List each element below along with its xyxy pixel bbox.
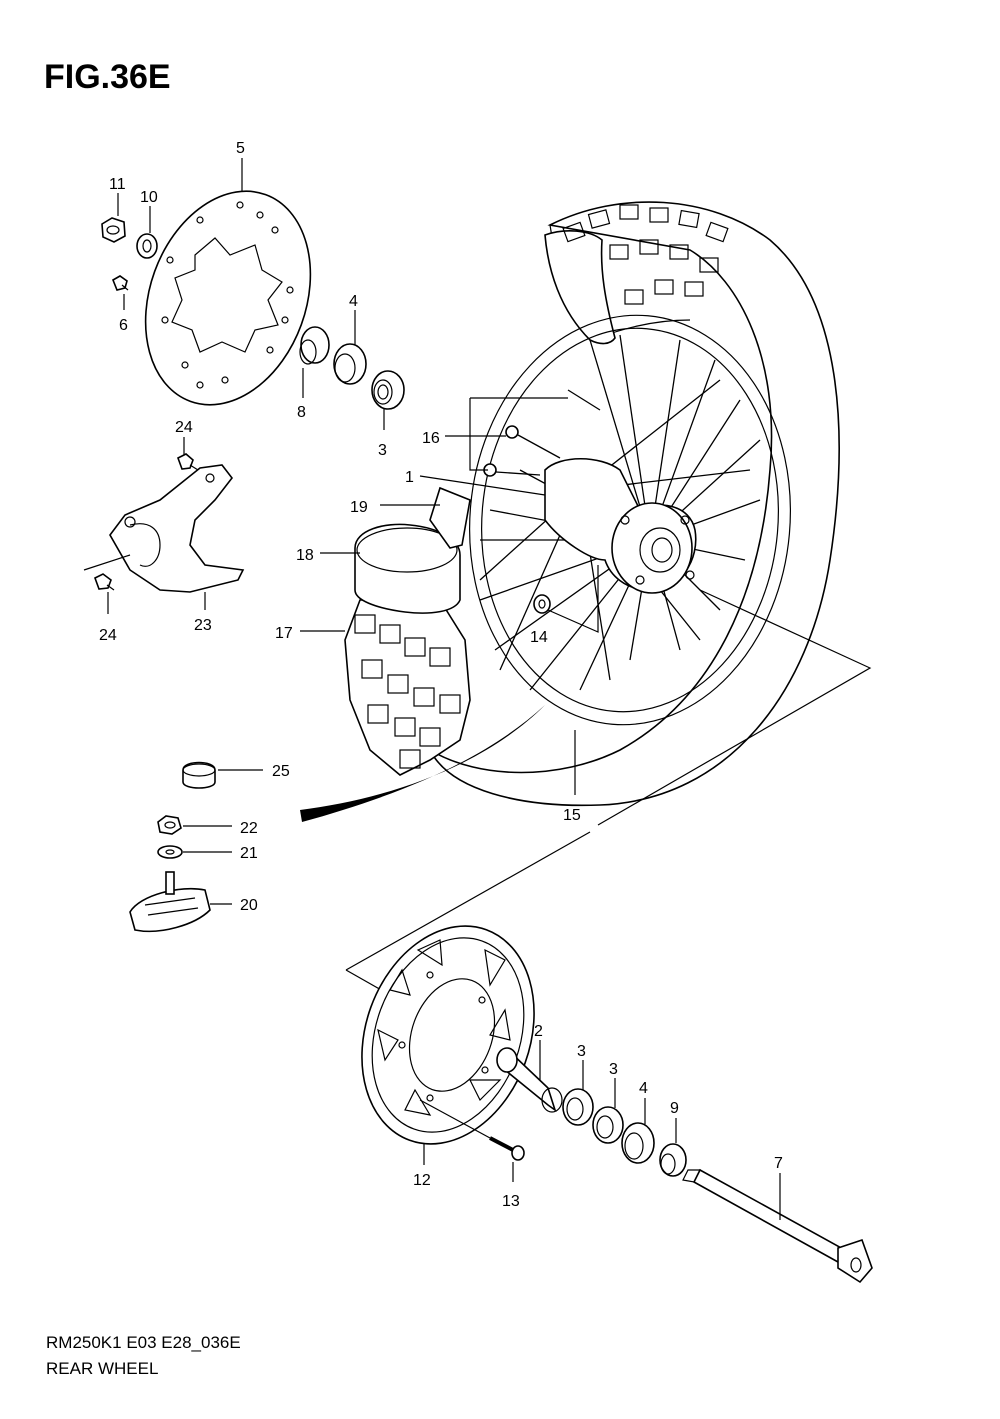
spoke-set-16[interactable] — [483, 389, 601, 477]
callout-25: 25 — [272, 763, 290, 780]
rear-axle-7[interactable] — [682, 1168, 873, 1284]
rear-sprocket-12[interactable] — [333, 902, 564, 1169]
callout-11: 11 — [109, 176, 126, 193]
leader-bracket — [469, 397, 568, 471]
callout-12: 12 — [413, 1172, 431, 1189]
nipple-14[interactable] — [533, 594, 551, 614]
leader-line — [83, 554, 131, 571]
tire-section-17[interactable] — [344, 599, 471, 776]
callout-3a: 3 — [378, 442, 387, 459]
washer-21[interactable] — [157, 845, 183, 859]
brake-disc[interactable] — [117, 168, 339, 428]
oil-seal-4-lower[interactable] — [621, 1122, 655, 1164]
spacer-9[interactable] — [659, 1143, 687, 1177]
callout-6: 6 — [119, 317, 128, 334]
callout-24b: 24 — [99, 627, 117, 644]
callout-3c: 3 — [609, 1061, 618, 1078]
rim-band-19[interactable] — [429, 486, 471, 549]
assembly-guide-line — [597, 589, 872, 826]
callout-17: 17 — [275, 625, 293, 642]
callout-16: 16 — [422, 430, 440, 447]
bolt-6[interactable] — [111, 275, 129, 291]
callout-4b: 4 — [639, 1080, 648, 1097]
cap-25[interactable] — [182, 761, 216, 789]
figure-name: REAR WHEEL — [46, 1359, 159, 1378]
callout-2: 2 — [534, 1023, 543, 1040]
sprocket-bolt-13[interactable] — [489, 1136, 525, 1161]
callout-3b: 3 — [577, 1043, 586, 1060]
rear-tire[interactable] — [428, 201, 840, 807]
leader-line — [547, 565, 599, 633]
leader-line — [419, 475, 546, 496]
callout-8: 8 — [297, 404, 306, 421]
bearing-3-lower-a[interactable] — [562, 1088, 594, 1126]
assembly-guide-line — [345, 831, 591, 971]
callout-7: 7 — [774, 1155, 783, 1172]
disc-cover-23[interactable] — [109, 464, 245, 593]
callout-23: 23 — [194, 617, 212, 634]
nut-22[interactable] — [157, 815, 182, 835]
callout-4a: 4 — [349, 293, 358, 310]
callout-24a: 24 — [175, 419, 193, 436]
bolt-24-upper[interactable] — [177, 453, 199, 471]
leader-line — [419, 1099, 491, 1139]
callout-19: 19 — [350, 499, 368, 516]
spacer-2[interactable] — [496, 1047, 563, 1113]
callout-15: 15 — [563, 807, 581, 824]
bolt-24-lower[interactable] — [94, 573, 115, 591]
callout-9: 9 — [670, 1100, 679, 1117]
oil-seal-4[interactable] — [333, 343, 367, 385]
callout-1: 1 — [405, 469, 414, 486]
callout-5: 5 — [236, 140, 245, 157]
rim-strip-band — [300, 705, 545, 822]
figure-title: FIG.36E — [44, 58, 171, 96]
callout-22: 22 — [240, 820, 258, 837]
tread-pattern — [562, 204, 729, 305]
tube-valve-20[interactable] — [129, 871, 211, 933]
rear-hub[interactable] — [544, 457, 697, 594]
callout-20: 20 — [240, 897, 258, 914]
nut-11[interactable] — [101, 217, 126, 243]
washer-10[interactable] — [136, 233, 158, 259]
spacer-8[interactable] — [299, 326, 330, 365]
model-code: RM250K1 E03 E28_036E — [46, 1333, 241, 1352]
bearing-3-lower-b[interactable] — [592, 1106, 624, 1144]
callout-13: 13 — [502, 1193, 520, 1210]
callout-18: 18 — [296, 547, 314, 564]
tube-18[interactable] — [354, 523, 461, 614]
bearing-3-upper[interactable] — [371, 370, 405, 410]
callout-14: 14 — [530, 629, 548, 646]
callout-21: 21 — [240, 845, 258, 862]
callout-10: 10 — [140, 189, 158, 206]
